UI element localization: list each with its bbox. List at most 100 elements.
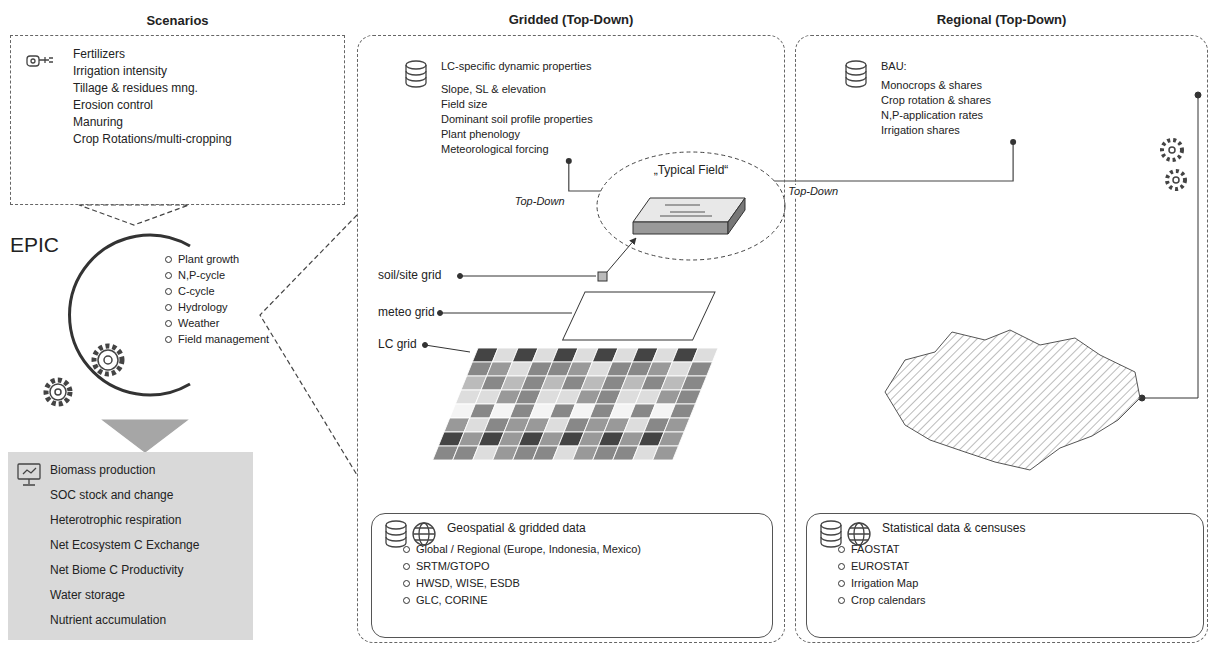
gear-icon <box>98 350 118 370</box>
bau-list: BAU: Monocrops & sharesCrop rotation & sh… <box>836 53 1066 142</box>
leader-line <box>460 276 596 277</box>
region-map <box>885 330 1140 470</box>
list-item: FAOSTAT <box>851 541 1193 558</box>
land-cover-grid <box>670 404 696 418</box>
connector-dot <box>1010 139 1016 145</box>
list-item: N,P-application rates <box>881 108 1062 123</box>
gear-icon <box>1162 140 1182 160</box>
panel-heading: Gridded (Top-Down) <box>358 12 784 27</box>
db-icon <box>817 519 847 549</box>
region-connector <box>1139 92 1201 401</box>
list-heading: LC-specific dynamic properties <box>441 59 662 74</box>
list-item: Nutrient accumulation <box>50 608 247 633</box>
data-source-box: Statistical data & censusesFAOSTATEUROST… <box>806 513 1204 638</box>
region-map <box>885 330 1140 470</box>
ellipse-outline <box>597 152 785 260</box>
epic-gear-arc <box>70 235 190 395</box>
list-item: Meteorological forcing <box>441 142 662 157</box>
gear-icon <box>1167 171 1185 189</box>
model-gear: EPICPlant growthN,P-cycleC-cycleHydrolog… <box>10 225 260 420</box>
gear-icon <box>94 346 122 374</box>
gear-icon <box>1169 147 1175 153</box>
list-item: Dominant soil profile properties <box>441 112 662 127</box>
leader-line <box>440 313 572 314</box>
list-item: SOC stock and change <box>50 483 247 508</box>
monitor-icon <box>16 461 46 491</box>
list-item: Field management <box>178 331 269 347</box>
list-item: EUROSTAT <box>851 558 1193 575</box>
region-connector <box>1142 95 1198 398</box>
list-item: Irrigation intensity <box>73 63 334 80</box>
grid-label: LC grid <box>378 337 417 351</box>
item-list: Plant growthN,P-cycleC-cycleHydrologyWea… <box>164 251 269 347</box>
box-heading: Geospatial & gridded data <box>447 520 762 537</box>
list-item: Slope, SL & elevation <box>441 82 662 97</box>
meteo-grid <box>563 292 715 340</box>
list-item: Net Ecosystem C Exchange <box>50 533 247 558</box>
grid-label: soil/site grid <box>378 268 441 282</box>
list-item: N,P-cycle <box>178 267 269 283</box>
list-item: Field size <box>441 97 662 112</box>
panel-heading: Scenarios <box>11 12 344 29</box>
gear-icon <box>104 356 112 364</box>
list-item: Irrigation shares <box>881 123 1062 138</box>
globe-icon <box>848 523 870 545</box>
region-connector <box>1195 92 1201 98</box>
panel-heading: Regional (Top-Down) <box>796 12 1207 27</box>
list-item: HWSD, WISE, ESDB <box>416 575 762 592</box>
leader-line <box>423 343 428 348</box>
item-list: FertilizersIrrigation intensityTillage &… <box>73 46 334 148</box>
box-heading: Geospatial & gridded data <box>447 520 762 537</box>
list-item: Tillage & residues mng. <box>73 80 334 97</box>
land-cover-grid <box>681 376 707 390</box>
leader-line <box>425 345 470 352</box>
land-cover-grid <box>653 446 679 460</box>
leader-line <box>458 274 463 279</box>
list-item: Crop Rotations/multi-cropping <box>73 131 334 148</box>
item-list: Global / Regional (Europe, Indonesia, Me… <box>402 541 762 609</box>
land-cover-grid <box>687 362 713 376</box>
item-list: Monocrops & sharesCrop rotation & shares… <box>881 78 1062 138</box>
soil-grid-cell <box>607 238 636 272</box>
leader-line <box>438 311 443 316</box>
list-heading: BAU: <box>881 59 1062 74</box>
flow-arrow <box>103 420 187 452</box>
field-title: „Typical Field“ <box>596 163 786 177</box>
typical-field-slab <box>728 198 745 234</box>
scenario-box: ScenariosFertilizersIrrigation intensity… <box>10 35 345 205</box>
gridded-panel: LC-specific dynamic propertiesSlope, SL … <box>357 35 785 643</box>
typical-field-slab <box>633 198 745 222</box>
panel-heading: Regional (Top-Down) <box>796 12 1207 27</box>
land-cover-grid <box>433 348 718 460</box>
db-icon <box>386 521 406 547</box>
typical-field-slab <box>660 205 712 216</box>
fert-icon <box>25 48 55 78</box>
db-icon <box>846 61 866 87</box>
connector-dot <box>566 158 572 164</box>
list-item: Erosion control <box>73 97 334 114</box>
gear-icon <box>50 384 66 400</box>
list-heading: LC-specific dynamic properties <box>441 59 662 74</box>
list-item: Weather <box>178 315 269 331</box>
model-name: EPIC <box>10 233 59 257</box>
list-item: Hydrology <box>178 299 269 315</box>
flow-arrow <box>79 205 189 225</box>
list-item: GLC, CORINE <box>416 592 762 609</box>
connector-line <box>774 142 1013 181</box>
list-item: Biomass production <box>50 458 247 483</box>
gear-icon <box>1173 177 1179 183</box>
gear-icon <box>55 389 61 395</box>
panel-heading: Scenarios <box>11 12 344 29</box>
db-icon <box>821 521 841 547</box>
edge-label: Top-Down <box>513 195 567 207</box>
list-item: Monocrops & shares <box>881 78 1062 93</box>
soil-grid-cell <box>598 272 607 281</box>
output-box: Biomass productionSOC stock and changeHe… <box>8 452 253 640</box>
gear-icon <box>1162 140 1185 189</box>
list-item: SRTM/GTOPO <box>416 558 762 575</box>
edge-label: Top-Down <box>786 185 840 197</box>
db-icon <box>842 59 872 89</box>
soil-grid-cell <box>598 238 636 281</box>
typical-field-slab <box>633 222 728 234</box>
land-cover-grid <box>692 348 718 362</box>
